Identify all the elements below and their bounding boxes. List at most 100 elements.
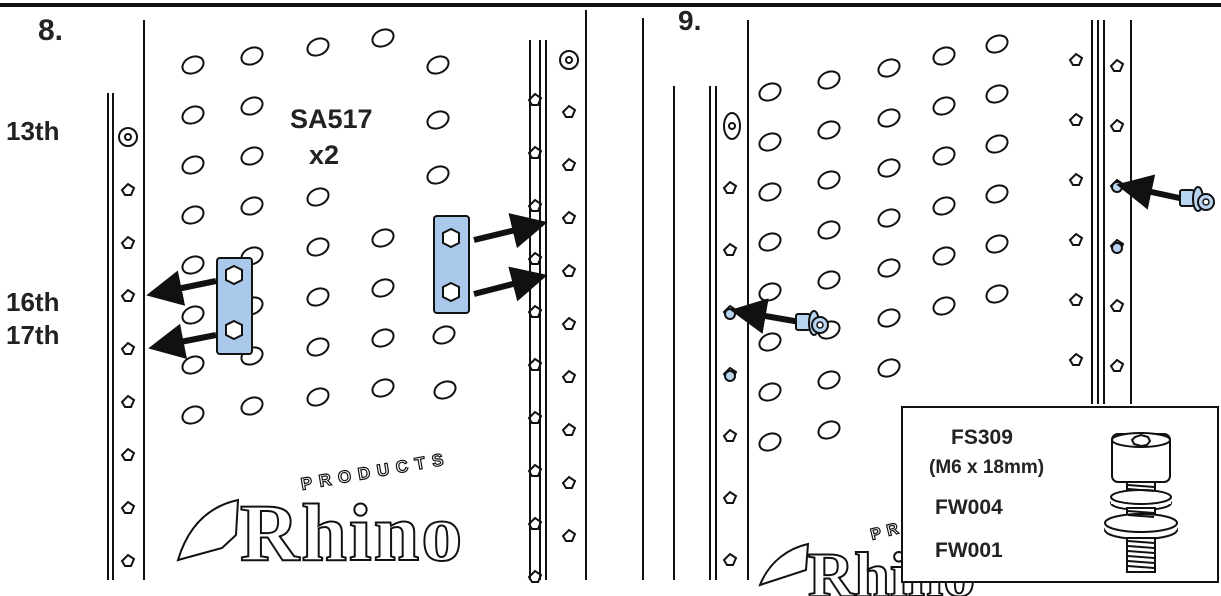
panel-hole bbox=[371, 278, 395, 298]
rail-slot bbox=[1109, 358, 1125, 372]
rail-slot bbox=[1068, 52, 1084, 66]
rail-slot bbox=[561, 157, 577, 171]
thread-line bbox=[1127, 560, 1155, 564]
panel-hole bbox=[877, 358, 901, 378]
thread-line bbox=[1127, 545, 1155, 549]
screw-size: (M6 x 18mm) bbox=[929, 457, 1044, 478]
rail-slot bbox=[722, 490, 738, 504]
thread-line bbox=[1127, 488, 1155, 492]
panel-hole bbox=[932, 46, 956, 66]
washer1-part-code: FW004 bbox=[935, 496, 1003, 519]
step-9-panel: 9. bbox=[673, 5, 1219, 596]
screw-part-code: FS309 bbox=[951, 426, 1013, 449]
washer2-part-code: FW001 bbox=[935, 539, 1003, 562]
panel-hole bbox=[371, 378, 395, 398]
panel-hole bbox=[758, 182, 782, 202]
cage-nut-installed bbox=[724, 181, 1123, 382]
arrow-icon bbox=[473, 213, 548, 249]
panel-hole bbox=[433, 380, 457, 400]
arrow-icon bbox=[146, 270, 217, 306]
rail-slot bbox=[561, 422, 577, 436]
panel-hole bbox=[877, 208, 901, 228]
rail-slot bbox=[561, 104, 577, 118]
thread-line bbox=[1127, 510, 1155, 514]
rail-slot bbox=[1068, 112, 1084, 126]
rail-slot bbox=[527, 304, 543, 318]
panel-hole bbox=[371, 228, 395, 248]
panel-hole bbox=[306, 37, 330, 57]
rail-slot bbox=[1068, 292, 1084, 306]
panel-hole bbox=[985, 34, 1009, 54]
rail-slot bbox=[722, 428, 738, 442]
screw-stack-icon bbox=[1104, 432, 1178, 573]
rail-slot bbox=[120, 341, 136, 355]
panel-hole bbox=[877, 58, 901, 78]
panel-hole bbox=[181, 55, 205, 75]
rail-slot bbox=[527, 569, 543, 583]
rail-slot bbox=[120, 182, 136, 196]
panel-hole bbox=[817, 370, 841, 390]
thread-line bbox=[1127, 565, 1155, 569]
rail-slot bbox=[1109, 58, 1125, 72]
panel-hole bbox=[877, 308, 901, 328]
hex-nut-icon bbox=[442, 281, 460, 303]
panel-hole bbox=[758, 382, 782, 402]
logo-wordmark: Rhino bbox=[240, 487, 464, 578]
rail-slot bbox=[527, 198, 543, 212]
panel-hole bbox=[932, 96, 956, 116]
step-8-number: 8. bbox=[38, 14, 63, 47]
panel-hole bbox=[306, 287, 330, 307]
panel-hole bbox=[240, 146, 264, 166]
rail-slot bbox=[120, 288, 136, 302]
rail-slot bbox=[561, 475, 577, 489]
thread-line bbox=[1127, 514, 1155, 518]
panel-hole bbox=[877, 158, 901, 178]
panel-hole bbox=[240, 46, 264, 66]
panel-hole bbox=[817, 420, 841, 440]
step-9-number: 9. bbox=[678, 5, 701, 36]
rail-slot bbox=[722, 242, 738, 256]
step-8-panel: 8. 13th 16th 17th SA517 x2 bbox=[6, 10, 587, 583]
rail-slot bbox=[1068, 352, 1084, 366]
panel-hole bbox=[932, 296, 956, 316]
panel-hole bbox=[181, 205, 205, 225]
panel-hole bbox=[371, 328, 395, 348]
mounting-bracket-right bbox=[433, 215, 470, 314]
rail-slot bbox=[1068, 172, 1084, 186]
rail-slot bbox=[120, 553, 136, 567]
panel-hole bbox=[985, 284, 1009, 304]
panel-hole bbox=[817, 170, 841, 190]
rail-slot bbox=[561, 369, 577, 383]
panel-hole bbox=[240, 96, 264, 116]
panel-hole bbox=[817, 220, 841, 240]
rail-slot bbox=[527, 251, 543, 265]
hex-nut-icon bbox=[442, 227, 460, 249]
panel-hole bbox=[426, 55, 450, 75]
panel-hole bbox=[240, 196, 264, 216]
panel-hole bbox=[181, 155, 205, 175]
rail-slot bbox=[527, 145, 543, 159]
panel-hole bbox=[877, 258, 901, 278]
left-rack-rail bbox=[673, 20, 749, 580]
rail-slot bbox=[561, 263, 577, 277]
right-rack-rail bbox=[1068, 20, 1132, 404]
panel-hole bbox=[181, 305, 205, 325]
screw-icon bbox=[1179, 186, 1215, 212]
rail-slot bbox=[120, 235, 136, 249]
panel-hole bbox=[758, 432, 782, 452]
panel-hole bbox=[306, 237, 330, 257]
parts-box: FS309 (M6 x 18mm) FW004 FW001 bbox=[901, 406, 1219, 583]
panel-hole bbox=[758, 82, 782, 102]
rail-slot bbox=[120, 500, 136, 514]
panel-hole bbox=[817, 70, 841, 90]
thread-line bbox=[1127, 484, 1155, 488]
panel-hole bbox=[817, 120, 841, 140]
position-label-13th: 13th bbox=[6, 116, 59, 146]
mounting-bracket-left bbox=[216, 257, 253, 355]
panel-hole bbox=[426, 110, 450, 130]
arrow-icon bbox=[1116, 174, 1185, 210]
rail-slot bbox=[561, 528, 577, 542]
perforated-panel bbox=[758, 34, 1009, 452]
bracket-part-code: SA517 bbox=[290, 104, 373, 134]
